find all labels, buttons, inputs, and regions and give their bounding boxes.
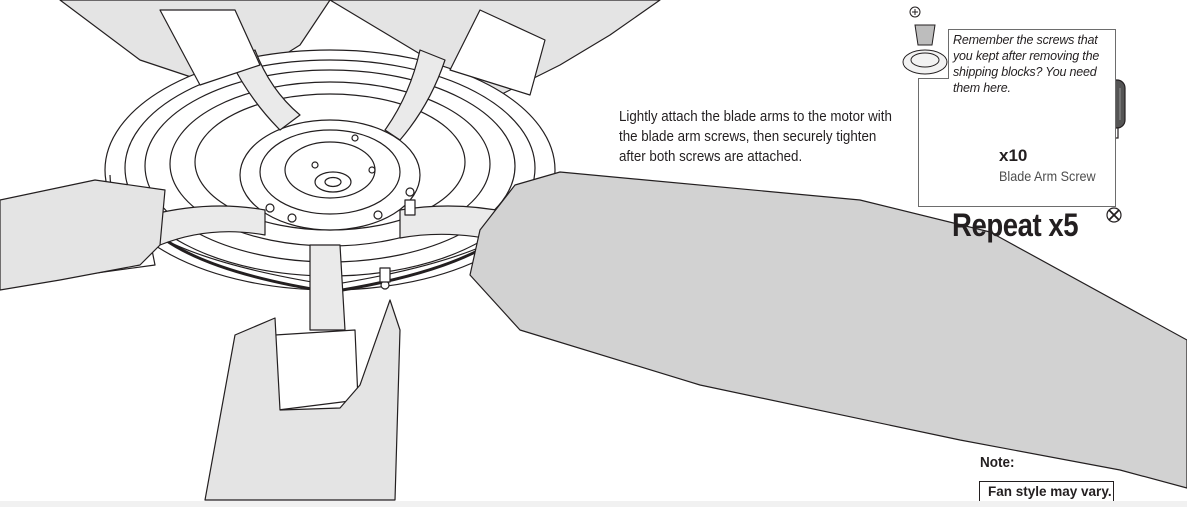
hardware-box bbox=[918, 78, 1116, 207]
blade-arm-top-right bbox=[384, 49, 446, 141]
shipping-block-reminder: Remember the screws that you kept after … bbox=[948, 29, 1116, 95]
repeat-label: Repeat x5 bbox=[952, 207, 1079, 243]
blade-arm-left bbox=[149, 205, 266, 246]
note-title: Note: bbox=[980, 454, 1015, 471]
hardware-name: Blade Arm Screw bbox=[999, 168, 1096, 184]
instruction-text: Lightly attach the blade arms to the mot… bbox=[619, 109, 892, 165]
blade-arm-top-left bbox=[229, 49, 301, 131]
blade-left bbox=[0, 179, 166, 291]
blade-arm-screws bbox=[265, 187, 416, 290]
note-box: Fan style may vary. bbox=[979, 481, 1114, 502]
phillips-head-icon bbox=[1108, 209, 1120, 221]
blade-arm-bottom bbox=[309, 244, 346, 331]
shipping-block-icon bbox=[902, 6, 948, 75]
hardware-quantity: x10 bbox=[999, 146, 1028, 165]
blade-bottom bbox=[204, 299, 401, 501]
mounting-plate bbox=[239, 119, 421, 231]
blade-right bbox=[469, 171, 1187, 489]
page-bottom-strip bbox=[0, 501, 1187, 507]
